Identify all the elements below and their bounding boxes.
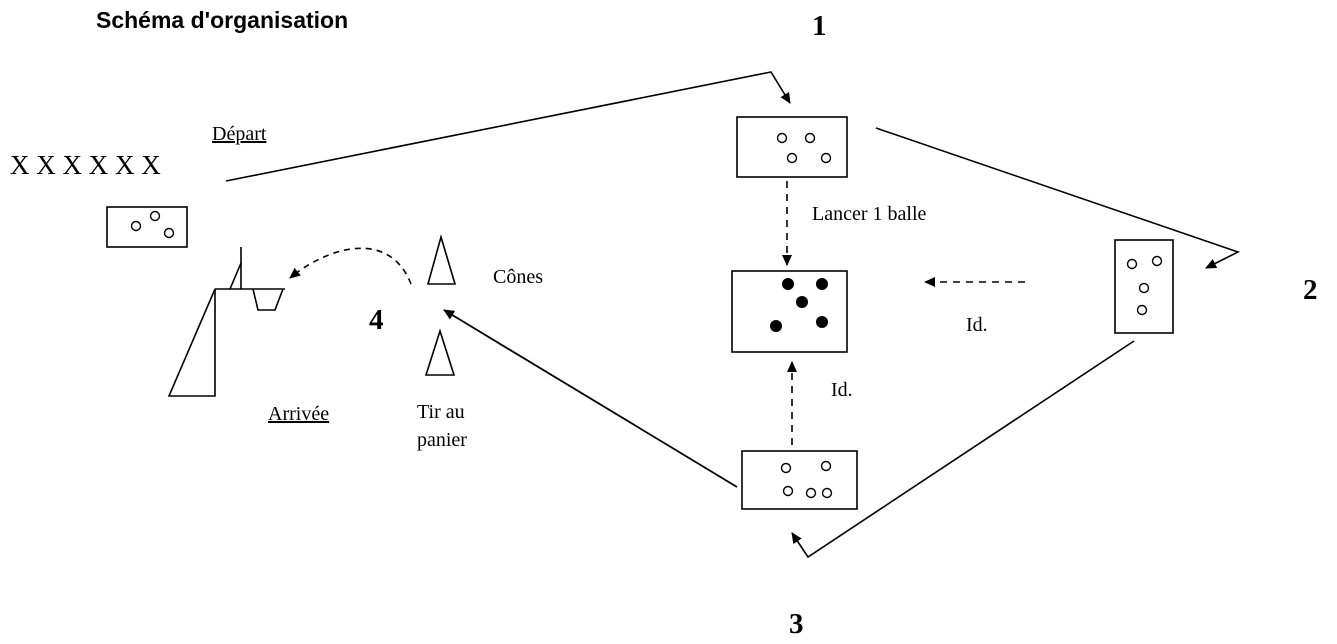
diagram-title: Schéma d'organisation bbox=[96, 7, 348, 33]
path-station-1-to-station-2 bbox=[875, 127, 1241, 269]
path-station-2-to-station-3 bbox=[791, 340, 1135, 559]
cone-top-icon bbox=[426, 234, 457, 285]
label-arrivee: Arrivée bbox=[268, 403, 329, 425]
label-id-right: Id. bbox=[966, 314, 988, 336]
label-tir-line1: Tir au bbox=[417, 401, 465, 423]
shot-arc-to-hoop bbox=[289, 247, 412, 285]
cone-bottom-icon bbox=[424, 328, 456, 376]
center-collection-box bbox=[731, 270, 848, 353]
station-3-box bbox=[741, 450, 858, 510]
players-row: X X X X X X bbox=[10, 150, 161, 180]
station-number-3: 3 bbox=[789, 608, 804, 640]
label-cones: Cônes bbox=[493, 266, 543, 288]
label-depart: Départ bbox=[212, 123, 267, 145]
path-station-3-to-shot bbox=[443, 309, 738, 488]
station-number-2: 2 bbox=[1303, 274, 1318, 306]
label-id-bottom: Id. bbox=[831, 379, 853, 401]
start-ball-box bbox=[106, 206, 188, 248]
station-2-box bbox=[1114, 239, 1174, 334]
station-number-1: 1 bbox=[812, 10, 827, 42]
station-number-4: 4 bbox=[369, 304, 384, 336]
basketball-hoop-icon bbox=[167, 247, 285, 397]
label-lancer: Lancer 1 balle bbox=[812, 203, 926, 225]
station-1-box bbox=[736, 116, 848, 178]
label-tir-line2: panier bbox=[417, 429, 467, 451]
path-depart-to-station-1 bbox=[225, 71, 791, 182]
